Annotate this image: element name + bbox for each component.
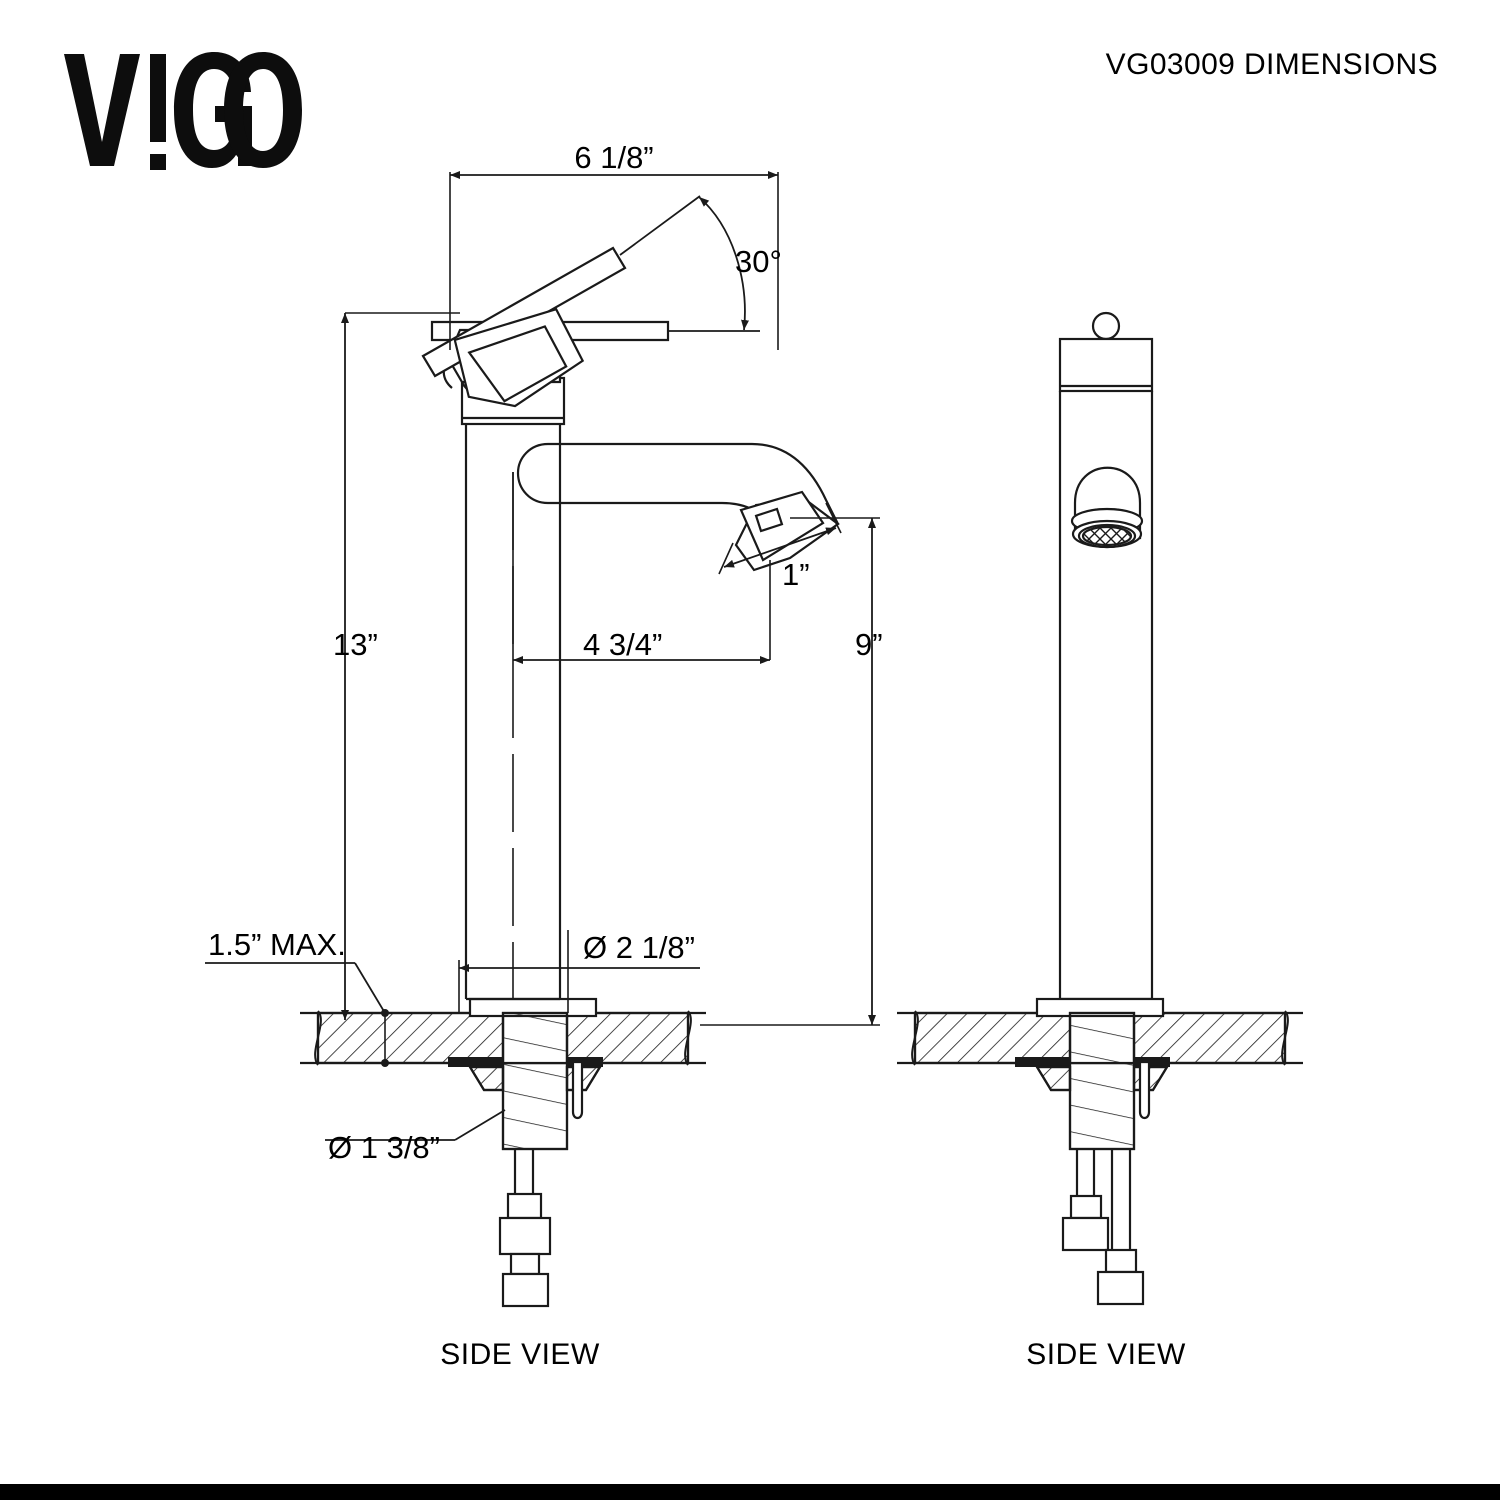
dimension-overall-height [341, 312, 460, 1020]
dimension-spout-reach [512, 472, 771, 664]
faucet-body-left [460, 376, 598, 1018]
dimension-overall-width [449, 171, 779, 350]
dimension-base-diameter [458, 930, 700, 1013]
dimension-counter-thickness [205, 962, 389, 1067]
label-overall-width: 6 1/8” [574, 140, 653, 175]
dimension-handle-angle [619, 195, 760, 332]
caption-left-view: SIDE VIEW [440, 1338, 600, 1371]
label-spout-reach: 4 3/4” [583, 627, 662, 662]
label-base-diameter: Ø 2 1/8” [583, 930, 695, 965]
footer-bar [0, 1484, 1500, 1500]
page-title: VG03009 DIMENSIONS [1105, 48, 1438, 81]
vigo-logo [64, 52, 302, 170]
mounting-hardware-left [448, 1011, 603, 1308]
dimension-spout-height [700, 517, 880, 1026]
handle-raised-30deg-left [421, 246, 627, 408]
label-aerator-size: 1” [782, 557, 810, 592]
label-shank-diameter: Ø 1 3/8” [328, 1130, 440, 1165]
label-handle-angle: 30° [735, 244, 782, 279]
spout-front-right [1070, 466, 1144, 549]
label-overall-height: 13” [333, 627, 378, 662]
dimension-shank-diameter [325, 1109, 506, 1141]
mounting-hardware-right [1015, 1011, 1170, 1306]
label-spout-height: 9” [855, 627, 883, 662]
faucet-body-right [1035, 311, 1165, 1018]
label-counter-thickness: 1.5” MAX. [208, 927, 346, 962]
spout-left [516, 442, 840, 572]
caption-right-view: SIDE VIEW [1026, 1338, 1186, 1371]
